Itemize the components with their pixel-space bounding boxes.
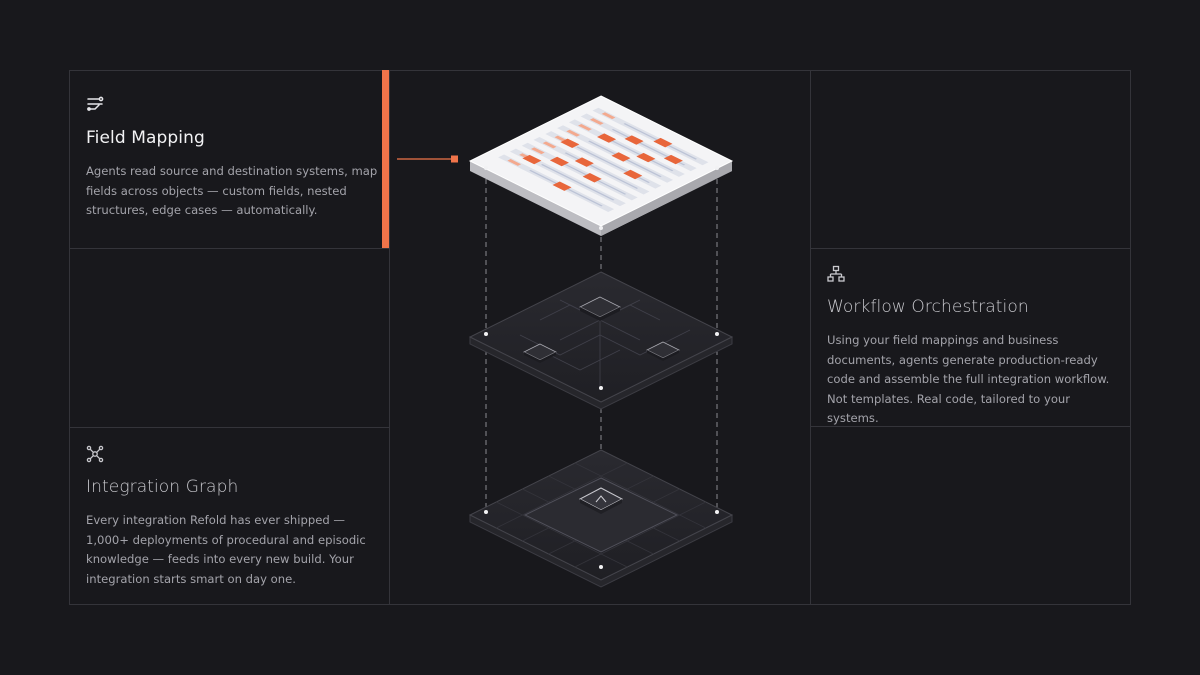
row-line: [599, 134, 674, 172]
mapped-field: [522, 154, 542, 165]
mapped-field: [582, 173, 602, 183]
feature-card-integration-graph[interactable]: Integration Graph Every integration Refo…: [86, 445, 378, 589]
mapped-field: [560, 138, 580, 148]
grid-line: [496, 501, 628, 568]
mapped-field: [549, 156, 569, 167]
grid-divider-left: [389, 70, 390, 605]
field-mapping-layer[interactable]: [468, 95, 734, 236]
graph-nodes-icon: [86, 445, 104, 463]
grid-divider-left-top: [69, 248, 390, 249]
mapped-field: [611, 152, 631, 162]
mapped-field: [636, 152, 656, 163]
feature-description: Every integration Refold has ever shippe…: [86, 513, 366, 586]
mapped-field: [653, 137, 673, 148]
feature-title: Field Mapping: [86, 128, 205, 148]
grid-line: [574, 501, 706, 568]
row-marker: [566, 129, 581, 137]
connector-node: [451, 155, 458, 163]
field-mapping-icon: [87, 96, 104, 111]
grid-line: [496, 462, 628, 529]
grid-divider-right-bottom: [810, 426, 1131, 427]
workflow-network-icon: [827, 265, 845, 282]
mapped-field: [597, 133, 617, 143]
mapped-field: [663, 154, 683, 165]
integration-graph-layer[interactable]: [468, 449, 734, 588]
feature-title: Workflow Orchestration: [827, 297, 1029, 317]
grid-divider-right: [810, 70, 811, 605]
feature-card-workflow-orchestration[interactable]: Workflow Orchestration Using your field …: [827, 265, 1119, 429]
row-marker: [507, 159, 522, 166]
feature-card-field-mapping[interactable]: Field Mapping Agents read source and des…: [86, 96, 378, 221]
mapped-field: [574, 157, 594, 167]
grid-divider-right-top: [810, 248, 1131, 249]
row-line: [541, 164, 615, 201]
row-marker: [578, 123, 592, 131]
mapped-field: [552, 181, 572, 191]
mapped-field: [624, 135, 644, 145]
row-marker: [530, 147, 545, 155]
row-marker: [601, 112, 616, 120]
feature-description: Using your field mappings and business d…: [827, 333, 1110, 426]
feature-title: Integration Graph: [86, 477, 239, 497]
workflow-layer[interactable]: [468, 271, 734, 410]
row-marker: [542, 141, 557, 149]
grid-line: [574, 462, 706, 529]
layer-stack-illustration: [397, 95, 734, 588]
row-marker: [589, 118, 604, 125]
feature-description: Agents read source and destination syste…: [86, 164, 378, 218]
feature-grid-frame: [69, 70, 1131, 605]
grid-divider-left-bottom: [69, 427, 390, 428]
mapped-field: [623, 169, 643, 180]
active-indicator-bar: [382, 70, 389, 248]
